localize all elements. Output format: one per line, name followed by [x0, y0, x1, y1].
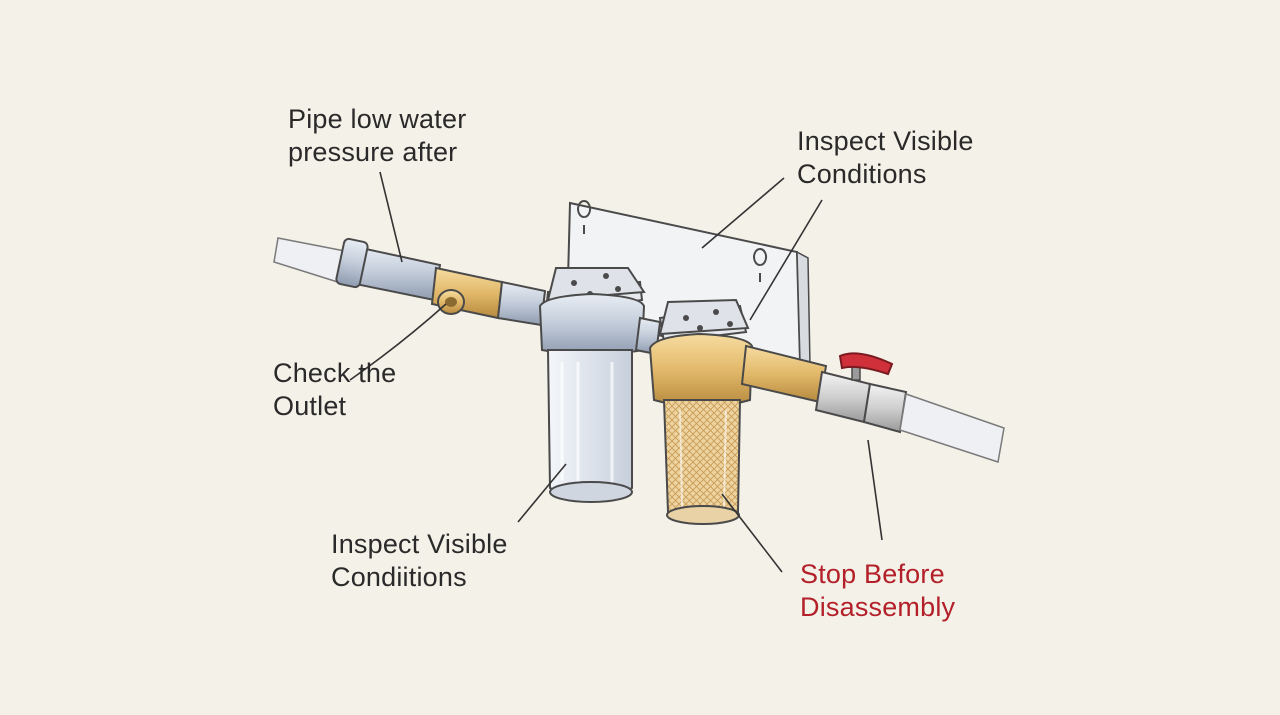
label-inspect-bottom-line2: Condiitions: [331, 562, 467, 592]
leader-right-filter: [749, 199, 823, 321]
label-check-outlet-line1: Check the: [273, 358, 397, 388]
label-inspect-top: Inspect Visible Conditions: [797, 125, 974, 191]
label-pipe-pressure-line1: Pipe low water: [288, 104, 467, 134]
label-check-outlet-line2: Outlet: [273, 391, 347, 421]
label-stop-disassembly-line2: Disassembly: [800, 592, 956, 622]
label-inspect-top-line2: Conditions: [797, 159, 927, 189]
label-inspect-bottom: Inspect Visible Condiitions: [331, 528, 508, 594]
leader-valve: [867, 439, 883, 541]
label-stop-disassembly-line1: Stop Before: [800, 559, 945, 589]
leader-check: [349, 303, 447, 381]
label-inspect-top-line1: Inspect Visible: [797, 126, 974, 156]
outlet-pipe: [740, 344, 1005, 463]
label-inspect-bottom-line1: Inspect Visible: [331, 529, 508, 559]
leader-lines: [349, 171, 883, 573]
leader-bracket: [701, 177, 785, 249]
leader-mesh: [721, 493, 783, 573]
inlet-pipe: [273, 237, 442, 302]
leader-left-filter: [517, 463, 567, 523]
right-filter-housing: [648, 298, 754, 525]
valve-handle-icon: [838, 352, 894, 381]
label-stop-disassembly: Stop Before Disassembly: [800, 558, 955, 624]
label-check-outlet: Check the Outlet: [273, 357, 396, 423]
label-pipe-pressure: Pipe low water pressure after: [288, 103, 466, 169]
left-filter-housing: [538, 267, 662, 503]
label-pipe-pressure-line2: pressure after: [288, 137, 458, 167]
leader-pipe: [379, 171, 403, 263]
brass-tee-fitting: [430, 266, 547, 327]
